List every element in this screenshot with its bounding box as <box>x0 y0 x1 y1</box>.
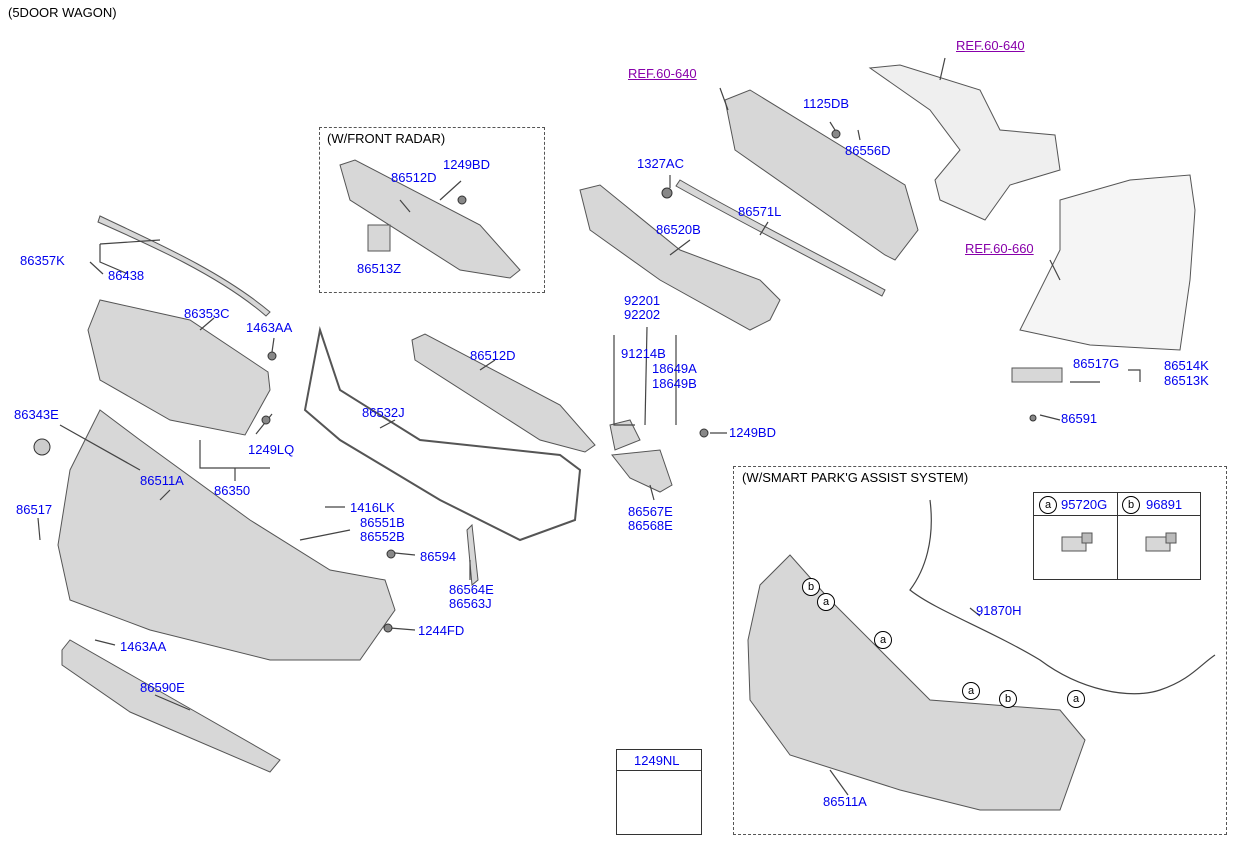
page-header: (5DOOR WAGON) <box>8 5 117 20</box>
sensor-a-icon <box>1061 532 1093 552</box>
label-1244FD[interactable]: 1244FD <box>418 623 465 638</box>
radar-cover <box>367 224 391 252</box>
part-1249NL-box: 1249NL <box>616 749 702 835</box>
front-fender <box>1019 174 1196 351</box>
sensor-b-icon <box>1145 532 1177 552</box>
sensor-table: a 95720G b 96891 <box>1033 492 1201 580</box>
label-86590E[interactable]: 86590E <box>140 680 185 695</box>
label-86512D-radar[interactable]: 86512D <box>391 170 437 185</box>
label-91214B[interactable]: 91214B <box>621 346 666 361</box>
label-86438[interactable]: 86438 <box>108 268 145 283</box>
label-86594[interactable]: 86594 <box>420 549 457 564</box>
bumper-frame <box>303 326 582 542</box>
fender-bracket <box>1011 367 1063 383</box>
trim-clip <box>466 523 479 586</box>
label-86556D[interactable]: 86556D <box>845 143 891 158</box>
label-1463AA-top[interactable]: 1463AA <box>246 320 293 335</box>
label-86591[interactable]: 86591 <box>1061 411 1098 426</box>
label-1249LQ[interactable]: 1249LQ <box>248 442 295 457</box>
label-86564E[interactable]: 86564E <box>449 582 494 597</box>
callout-a-4: a <box>1067 690 1085 708</box>
label-86512D[interactable]: 86512D <box>470 348 516 363</box>
label-92202[interactable]: 92202 <box>624 307 661 322</box>
label-92201[interactable]: 92201 <box>624 293 661 308</box>
nut-1327AC <box>661 187 673 199</box>
callout-b-2: b <box>999 690 1017 708</box>
label-86343E[interactable]: 86343E <box>14 407 59 422</box>
fog-garnish <box>611 449 673 493</box>
bolt-1244FD <box>383 623 393 633</box>
label-86568E[interactable]: 86568E <box>628 518 673 533</box>
ref-60-640-a[interactable]: REF.60-640 <box>628 66 697 81</box>
label-86563J[interactable]: 86563J <box>449 596 492 611</box>
bolt-1463AA-top <box>267 351 277 361</box>
front-bumper-main <box>57 409 396 661</box>
radiator-grille <box>87 299 271 436</box>
label-86571L[interactable]: 86571L <box>738 204 782 219</box>
label-86511A[interactable]: 86511A <box>140 473 184 488</box>
bolt-1249BD-radar <box>457 195 467 205</box>
label-1125DB[interactable]: 1125DB <box>803 96 850 111</box>
label-86532J[interactable]: 86532J <box>362 405 405 420</box>
front-carrier <box>868 64 1061 221</box>
park-inset-frame <box>733 466 1227 835</box>
garnish-strip <box>97 215 271 317</box>
label-86514K[interactable]: 86514K <box>1164 358 1209 373</box>
emblem-86343E <box>33 438 51 456</box>
label-91870H[interactable]: 91870H <box>976 603 1022 618</box>
radar-grille <box>339 159 521 279</box>
ref-60-640-b[interactable]: REF.60-640 <box>956 38 1025 53</box>
park-inset-title: (W/SMART PARK'G ASSIST SYSTEM) <box>742 470 969 485</box>
label-86511A-park[interactable]: 86511A <box>823 794 867 809</box>
energy-absorber <box>579 184 781 331</box>
label-86517[interactable]: 86517 <box>16 502 53 517</box>
label-1463AA-bottom[interactable]: 1463AA <box>120 639 167 654</box>
label-86513Z[interactable]: 86513Z <box>357 261 402 276</box>
back-beam <box>724 89 919 261</box>
label-1249BD-radar[interactable]: 1249BD <box>443 157 490 172</box>
fog-lamp-assy <box>609 419 641 451</box>
impact-beam <box>675 179 886 297</box>
bolt-1125DB <box>831 129 841 139</box>
ref-60-660[interactable]: REF.60-660 <box>965 241 1034 256</box>
label-86357K[interactable]: 86357K <box>20 253 65 268</box>
label-1416LK[interactable]: 1416LK <box>350 500 395 515</box>
callout-a-3: a <box>962 682 980 700</box>
bolt-1249BD <box>699 428 709 438</box>
callout-b-1: b <box>802 578 820 596</box>
label-86353C[interactable]: 86353C <box>184 306 230 321</box>
label-86551B[interactable]: 86551B <box>360 515 405 530</box>
label-18649A[interactable]: 18649A <box>652 361 697 376</box>
label-18649B[interactable]: 18649B <box>652 376 697 391</box>
sensor-a-part[interactable]: 95720G <box>1061 497 1108 512</box>
callout-a-1: a <box>817 593 835 611</box>
bolt-1249LQ <box>261 415 271 425</box>
label-1249NL[interactable]: 1249NL <box>634 753 680 768</box>
callout-a-2: a <box>874 631 892 649</box>
label-86552B[interactable]: 86552B <box>360 529 405 544</box>
lower-lip <box>61 639 281 773</box>
label-86517G[interactable]: 86517G <box>1073 356 1120 371</box>
sensor-b-part[interactable]: 96891 <box>1146 497 1183 512</box>
label-86350[interactable]: 86350 <box>214 483 251 498</box>
sensor-a-mark: a <box>1039 496 1057 514</box>
radar-inset-title: (W/FRONT RADAR) <box>327 131 446 146</box>
bolt-86594 <box>386 549 396 559</box>
wiring-harness <box>909 499 1216 695</box>
main-grille <box>411 333 596 453</box>
label-86520B[interactable]: 86520B <box>656 222 701 237</box>
clip-86591 <box>1029 414 1037 422</box>
label-86567E[interactable]: 86567E <box>628 504 673 519</box>
label-1327AC[interactable]: 1327AC <box>637 156 684 171</box>
sensor-b-mark: b <box>1122 496 1140 514</box>
label-1249BD[interactable]: 1249BD <box>729 425 776 440</box>
label-86513K[interactable]: 86513K <box>1164 373 1209 388</box>
radar-inset-frame <box>319 127 545 293</box>
